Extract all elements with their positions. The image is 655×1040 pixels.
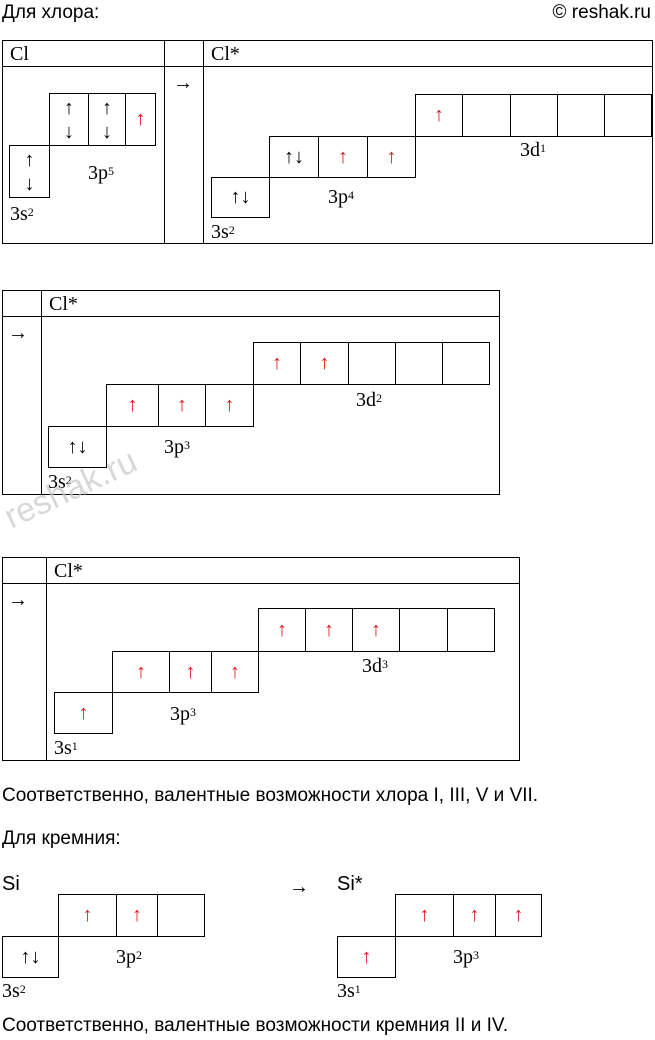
orbital-cell: ↑↓ [2,936,59,978]
label-3p3: 3p3 [453,946,479,968]
orbital-cell [442,342,490,385]
label-3p5: 3p5 [88,162,114,184]
orbital-cell: ↑ [352,608,400,652]
label-3d3: 3d3 [362,655,388,677]
orbital-cell: ↑ [106,384,159,427]
intro-silicon: Для кремния: [2,828,121,849]
si-arrow: → [289,876,309,898]
orbital-cell [447,608,495,652]
orbital-cell: ↑↓ [9,145,50,198]
table3-arrow: → [8,589,28,611]
orbital-cell: ↑ [453,894,496,937]
intro-chlorine: Для хлора: [2,2,100,23]
silicon-conclusion: Соответственно, валентные возможности кр… [2,1015,509,1036]
orbital-cell: ↑ [253,342,301,385]
table1-frame [2,40,653,244]
label-3p4: 3p4 [328,186,354,208]
orbital-cell: ↑ [54,692,113,734]
table2-header: Cl* [49,293,78,315]
table1-header-cl: Cl [10,43,29,65]
orbital-cell: ↑ [367,136,416,178]
orbital-cell: ↑ [112,651,170,693]
orbital-cell: ↑ [495,894,542,937]
orbital-cell: ↑ [318,136,368,178]
label-3p3: 3p3 [164,436,190,458]
label-3s2: 3s2 [2,980,26,1002]
table3-frame [2,557,520,761]
si-excited-label: Si* [337,873,363,895]
chlorine-conclusion: Соответственно, валентные возможности хл… [2,785,539,806]
orbital-cell: ↑ [158,384,206,427]
si-label: Si [2,873,20,895]
label-3s2: 3s2 [211,221,235,243]
orbital-cell: ↑ [258,608,306,652]
orbital-cell: ↑ [415,94,463,137]
orbital-cell: ↑↓ [211,177,270,218]
orbital-cell: ↑↓ [48,426,107,468]
label-3d2: 3d2 [356,389,382,411]
orbital-cell: ↑ [300,342,349,385]
table2-arrow: → [8,322,28,344]
orbital-cell [604,94,652,137]
label-3s2: 3s2 [48,471,72,493]
orbital-cell: ↑ [169,651,212,693]
table3-header: Cl* [54,560,83,582]
orbital-cell [348,342,396,385]
orbital-cell: ↑↓ [49,93,89,146]
orbital-cell [462,94,511,137]
orbital-cell: ↑ [116,894,158,937]
orbital-cell: ↑ [205,384,254,427]
orbital-cell: ↑ [395,894,454,937]
orbital-cell: ↑ [211,651,259,693]
copyright: © reshak.ru [552,2,651,23]
orbital-cell [557,94,605,137]
orbital-cell [510,94,558,137]
label-3s1: 3s1 [54,737,78,759]
label-3p2: 3p2 [116,946,142,968]
label-3p3: 3p3 [170,703,196,725]
orbital-cell: ↑↓ [88,93,126,146]
table1-header-cl-excited: Cl* [211,43,240,65]
table1-arrow: → [173,72,193,94]
orbital-cell [157,894,205,937]
orbital-cell [399,608,448,652]
orbital-cell: ↑ [58,894,117,937]
label-3s1: 3s1 [337,980,361,1002]
label-3d1: 3d1 [520,139,546,161]
table2-frame [2,290,500,495]
orbital-cell: ↑ [125,93,156,146]
label-3s2: 3s2 [10,203,34,225]
orbital-cell: ↑ [305,608,353,652]
orbital-cell: ↑↓ [269,136,319,178]
orbital-cell: ↑ [337,936,396,978]
orbital-cell [395,342,443,385]
